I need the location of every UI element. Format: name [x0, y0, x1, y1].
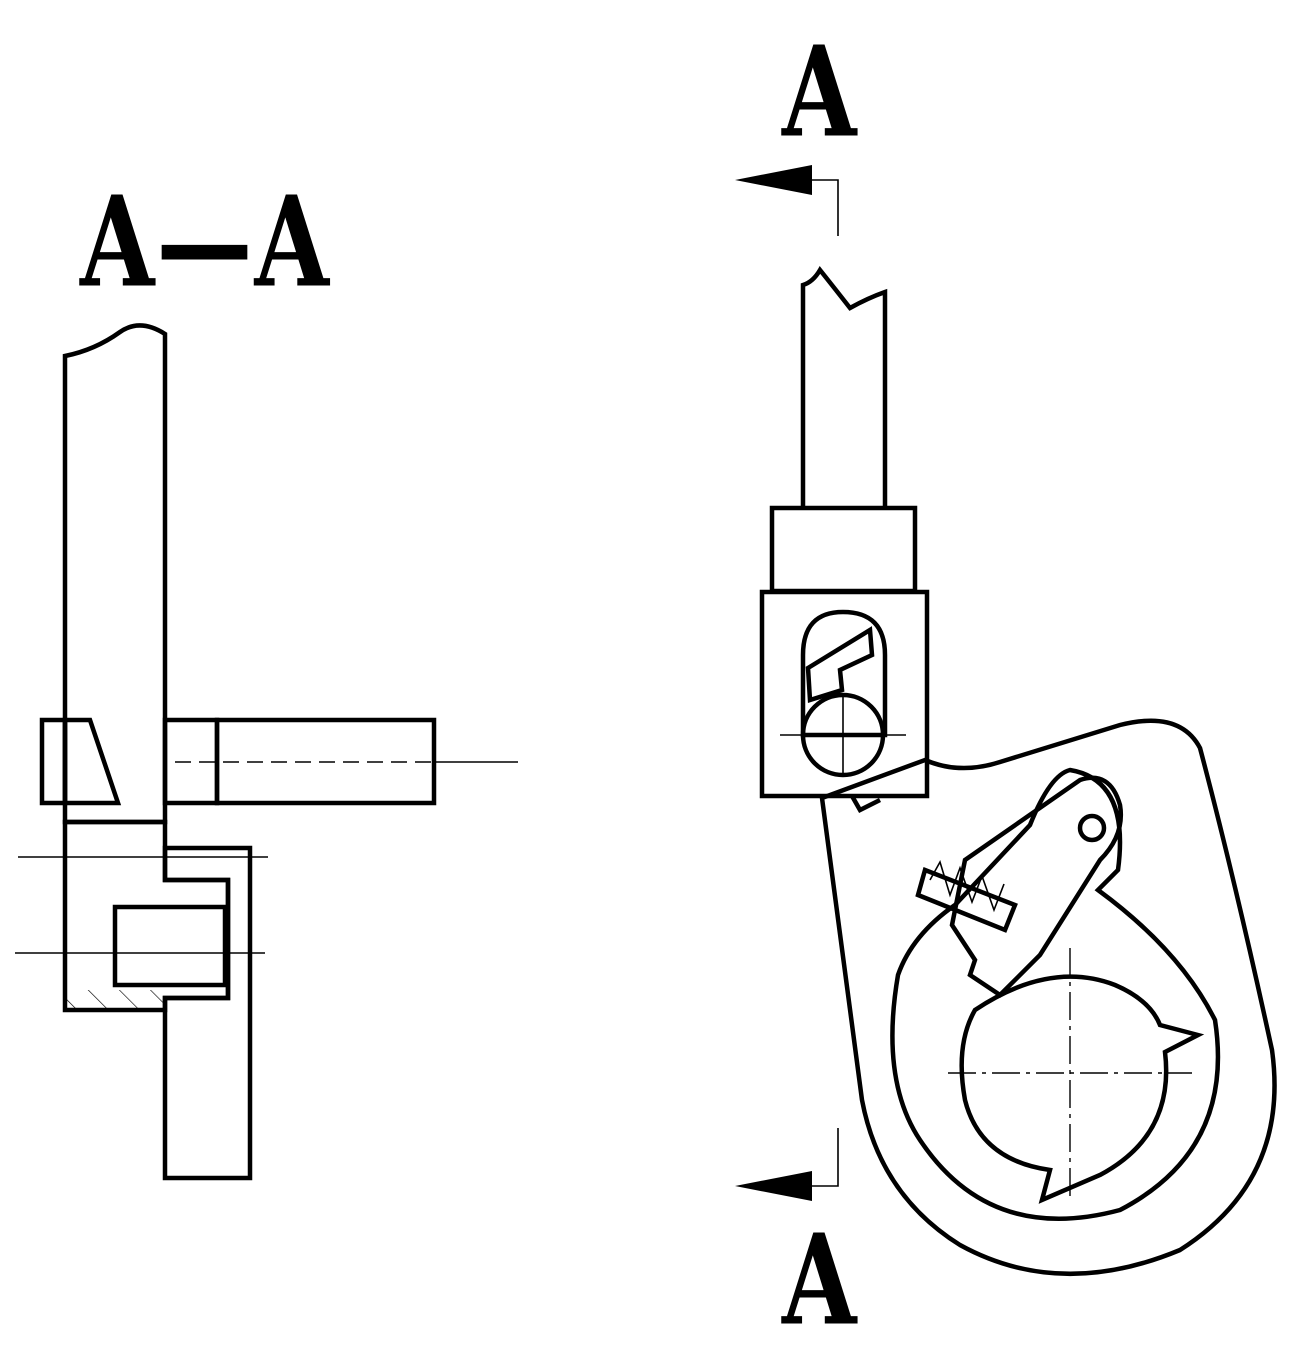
section-view: [15, 323, 518, 1181]
bottom-strip-hatched: [65, 990, 165, 1010]
front-view: [735, 165, 1277, 1276]
cut-plane-line-top: [812, 179, 839, 236]
latch-plate: [949, 775, 1124, 998]
spring: [915, 859, 1018, 933]
ring-tube: [948, 948, 1205, 1204]
section-title: A—A: [80, 168, 331, 316]
cut-plane-label-bottom: A: [782, 1206, 857, 1353]
vertical-bar-section: [62, 323, 168, 825]
slider-block: [759, 589, 930, 799]
hook-inner-opening: [890, 767, 1221, 1221]
collar: [769, 505, 918, 594]
hook-body: [819, 718, 1277, 1276]
cut-plane-line-bottom: [812, 1128, 839, 1187]
vertical-bar-front: [800, 266, 888, 508]
arrow-bottom: [735, 1171, 812, 1201]
guide-slot: [800, 609, 888, 738]
wedge-taper: [62, 717, 122, 806]
arrow-top: [735, 165, 812, 195]
wedge-block-section: [39, 717, 68, 806]
slot-wedge: [805, 626, 875, 704]
cut-plane-label-top: A: [782, 18, 857, 166]
small-tab: [850, 794, 882, 813]
inner-block-section: [112, 904, 228, 988]
latch-pivot: [1077, 813, 1107, 843]
side-plate-section: [162, 845, 253, 1181]
